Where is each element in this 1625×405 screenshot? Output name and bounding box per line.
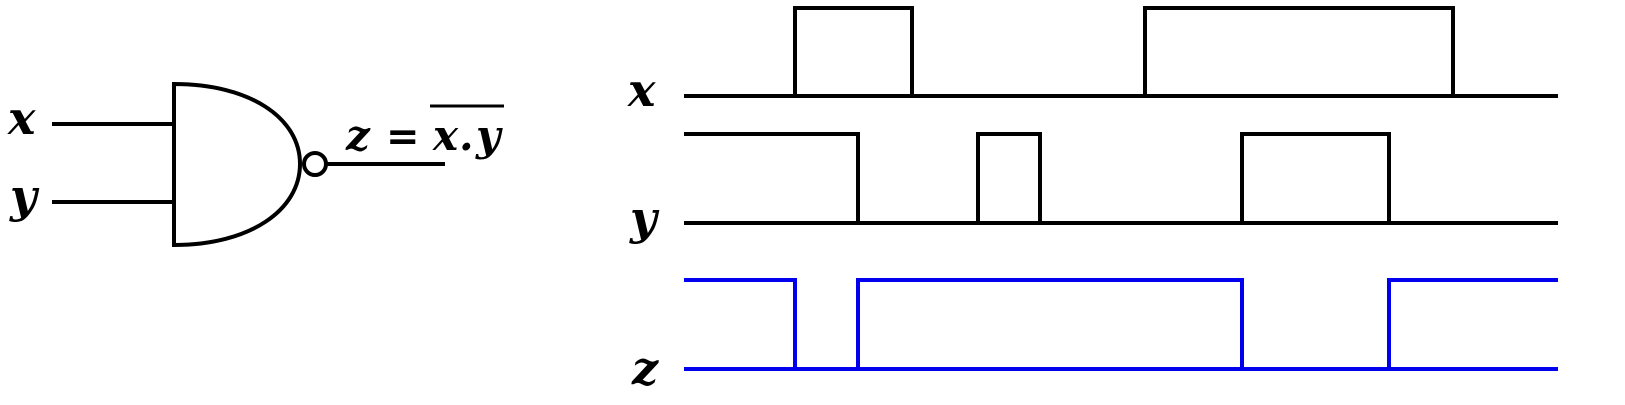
- equation-dot: .: [459, 111, 474, 160]
- timing-label-z: z: [631, 341, 659, 395]
- timing-label-y: y: [629, 191, 660, 245]
- equation-equals: =: [386, 114, 420, 160]
- timing-label-x: x: [627, 63, 656, 117]
- waveform-y: [684, 132, 1558, 225]
- nand-gate: [52, 81, 445, 248]
- gate-input-label-y: y: [9, 169, 40, 223]
- inversion-bubble: [302, 151, 328, 177]
- gate-input-label-x: x: [7, 91, 36, 145]
- waveform-x: [684, 6, 1558, 98]
- equation-rhs-x: x: [432, 111, 459, 160]
- equation-lhs: z: [345, 111, 371, 160]
- waveform-z: [684, 278, 1558, 371]
- output-equation: z = x . y: [345, 104, 504, 160]
- timing-waveforms: [684, 6, 1558, 371]
- equation-rhs-y: y: [475, 111, 503, 160]
- gate-body: [172, 81, 303, 248]
